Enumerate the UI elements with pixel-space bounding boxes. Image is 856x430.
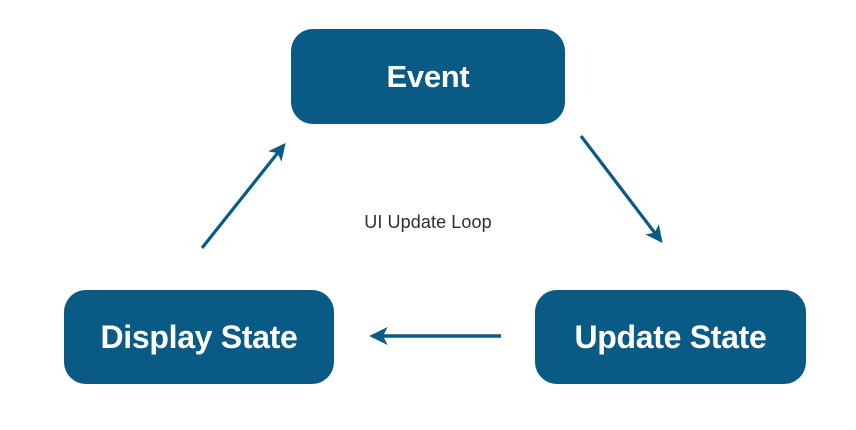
node-display-state-label: Display State [100,319,298,355]
edge-display-state-to-event [200,142,286,249]
node-event[interactable]: Event [291,29,565,124]
edge-event-to-update-state [579,135,663,244]
node-update-state-label: Update State [574,319,767,355]
node-display-state[interactable]: Display State [64,290,334,384]
node-update-state[interactable]: Update State [535,290,806,384]
node-event-label: Event [386,59,470,94]
diagram-caption: UI Update Loop [364,212,492,232]
